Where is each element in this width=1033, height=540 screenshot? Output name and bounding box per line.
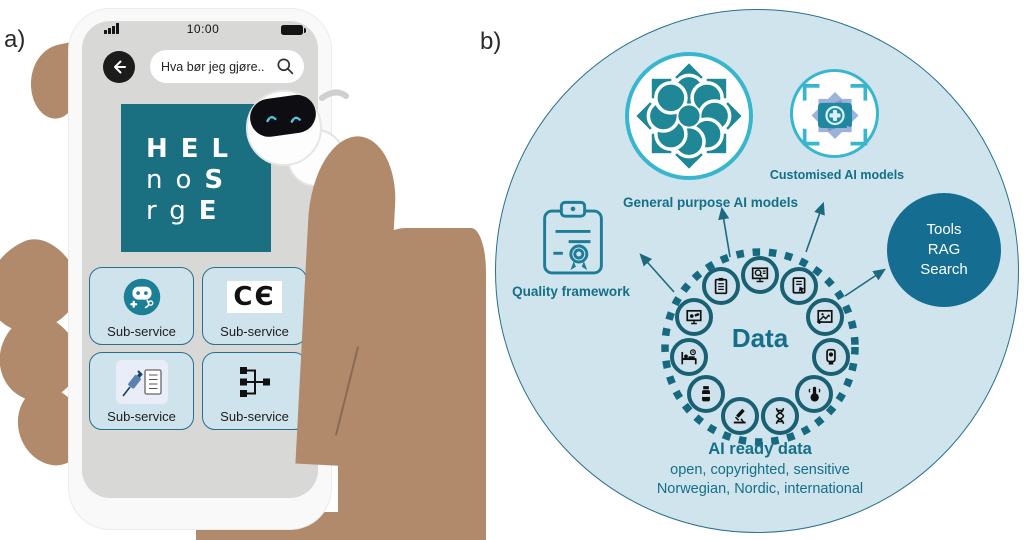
ai-ready-line2: Norwegian, Nordic, international [656, 481, 864, 497]
customised-models-label: Customised AI models [769, 168, 905, 182]
logo-row2-light: no [146, 165, 205, 195]
sub-service-button-1[interactable]: Sub-service [89, 267, 194, 345]
logo-row3-light: rg [146, 196, 199, 226]
logo-row2-bold: S [204, 165, 237, 195]
data-icon-microscope [721, 397, 759, 435]
logo-row3-bold: E [198, 196, 230, 226]
data-dotted-ring [661, 248, 859, 446]
search-input[interactable]: Hva bør jeg gjøre.. [150, 50, 304, 83]
arrow-to-customised-models [805, 201, 825, 253]
arrow-to-quality-framework [639, 253, 675, 293]
general-models-label: General purpose AI models [622, 195, 799, 210]
sub-service-label: Sub-service [107, 409, 176, 424]
data-title: Data [731, 323, 789, 353]
back-arrow-icon [114, 60, 126, 74]
panel-a-label: a) [4, 26, 26, 53]
ce-mark-text: CЄ [227, 281, 282, 313]
sub-service-label: Sub-service [220, 409, 289, 424]
search-icon [277, 58, 294, 75]
ai-ready-line1: open, copyrighted, sensitive [670, 462, 850, 478]
data-icon-touch-hand [795, 375, 833, 413]
syringe-checklist-icon [90, 359, 193, 405]
data-icon-medical-image [806, 298, 844, 336]
ai-ready-title: AI ready data [708, 440, 812, 458]
logo-row1: HEL [146, 134, 242, 164]
robot-assistant-icon [90, 274, 193, 320]
data-icon-hospital-bed [670, 338, 708, 376]
flowchart-icon [203, 359, 306, 405]
battery-icon [281, 25, 306, 35]
sub-service-button-3[interactable]: Sub-service [89, 352, 194, 430]
quality-framework-label: Quality framework [512, 284, 630, 299]
arrow-to-tools [844, 268, 886, 297]
data-icon-screen-search [741, 256, 779, 294]
ce-mark-icon: CЄ [203, 274, 306, 320]
panel-b-label: b) [480, 28, 502, 55]
general-models-circle [625, 52, 753, 180]
tools-line-1: Tools [926, 221, 962, 238]
sub-service-button-2[interactable]: CЄ Sub-service [202, 267, 307, 345]
search-query: Hva bør jeg gjøre.. [161, 59, 265, 74]
status-time: 10:00 [186, 22, 220, 36]
back-button[interactable] [103, 51, 135, 83]
flower-mandala-icon [636, 63, 742, 169]
data-icon-dna [761, 397, 799, 435]
helsenorge-logo: HEL noS rgE [121, 104, 271, 252]
data-icon-clipboard [702, 267, 740, 305]
data-icon-health-device [812, 338, 850, 376]
sub-service-label: Sub-service [220, 324, 289, 339]
hand-palm [338, 228, 486, 540]
tools-circle: Tools RAG Search [887, 193, 1001, 307]
customised-models-circle [790, 69, 879, 158]
sub-service-button-4[interactable]: Sub-service [202, 352, 307, 430]
data-icon-medicine-bottle [687, 375, 725, 413]
signal-icon [104, 23, 122, 34]
tools-line-3: Search [920, 261, 968, 278]
tools-line-2: RAG [927, 241, 961, 258]
quality-framework-icon [541, 199, 605, 277]
data-icon-document-hand [780, 267, 818, 305]
sub-service-label: Sub-service [107, 324, 176, 339]
arrow-to-general-models [718, 206, 731, 258]
customised-model-icon [802, 83, 867, 145]
data-icon-monitor-prescription [675, 298, 713, 336]
